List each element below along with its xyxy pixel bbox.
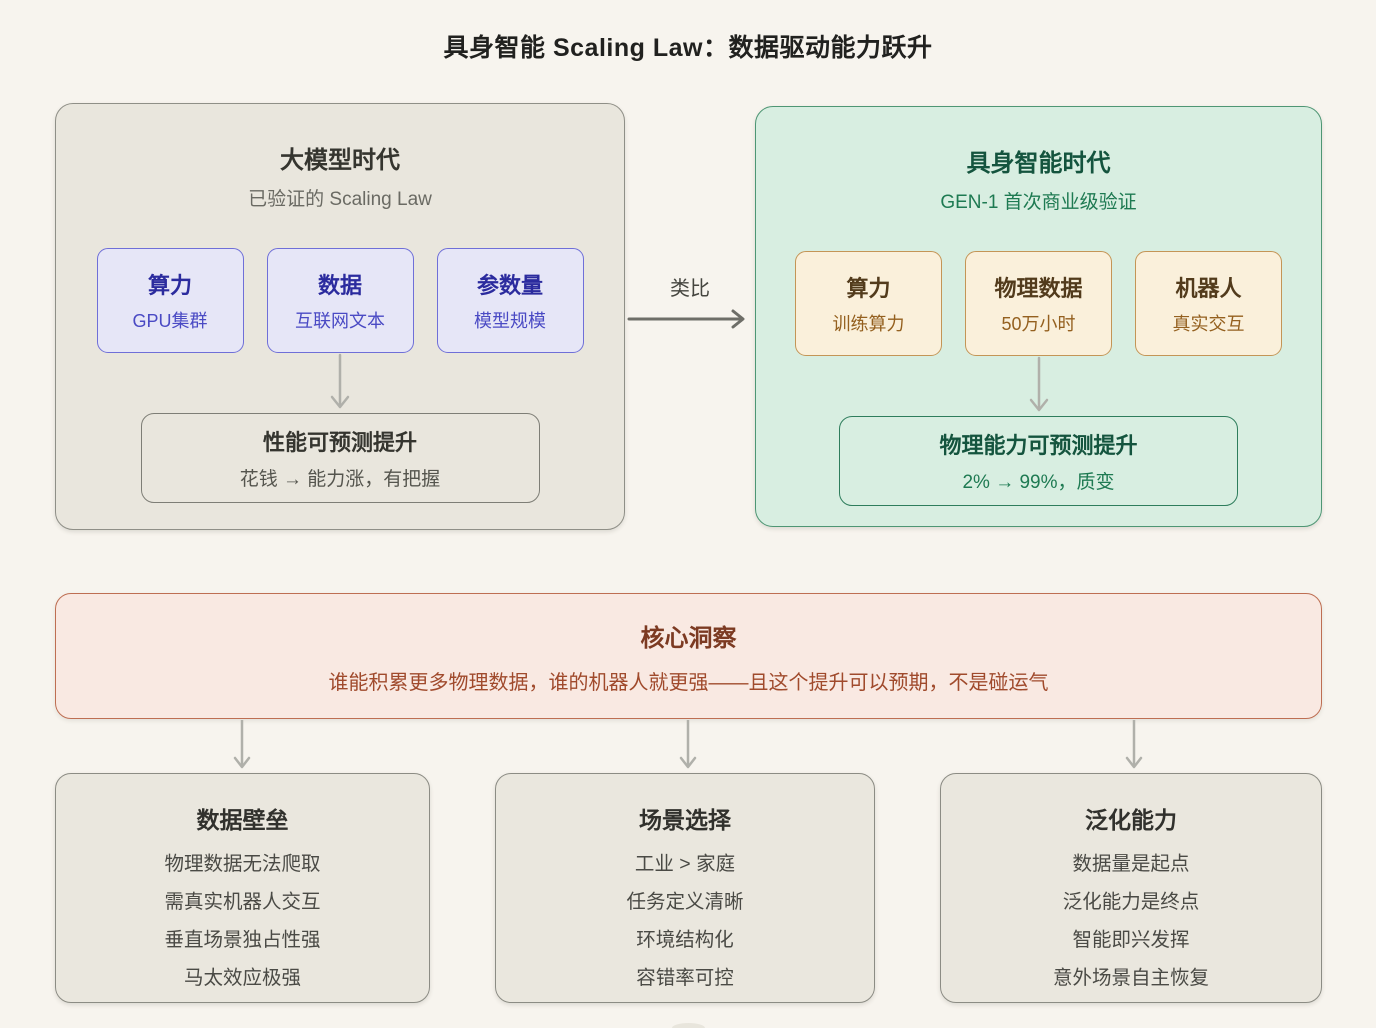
factor-subtitle: 模型规模 [474,311,546,331]
pillar-item: 智能即兴发挥 [1072,929,1190,951]
cropped-dot-decoration [672,1023,705,1028]
llm-factor-row: 算力 GPU集群 数据 互联网文本 参数量 模型规模 [56,248,624,353]
embodied-era-title: 具身智能时代 [966,150,1111,177]
llm-era-title: 大模型时代 [280,147,400,174]
result-subtitle: 花钱 → 能力涨，有把握 [239,469,441,490]
result-title: 性能可预测提升 [262,430,417,455]
pillar-generalization: 泛化能力 数据量是起点 泛化能力是终点 智能即兴发挥 意外场景自主恢复 [940,773,1322,1003]
llm-era-subtitle: 已验证的 Scaling Law [248,189,432,210]
pillar-item: 数据量是起点 [1072,853,1190,875]
factor-subtitle: 真实交互 [1172,314,1245,334]
factor-subtitle: 训练算力 [832,314,905,334]
pillar-data-moat: 数据壁垒 物理数据无法爬取 需真实机器人交互 垂直场景独占性强 马太效应极强 [55,773,430,1003]
factor-data: 数据 互联网文本 [266,248,414,353]
factor-title: 数据 [317,273,362,298]
pillar-item: 工业 > 家庭 [634,853,736,875]
llm-result-box: 性能可预测提升 花钱 → 能力涨，有把握 [140,413,540,503]
embodied-factor-row: 算力 训练算力 物理数据 50万小时 机器人 真实交互 [756,251,1321,356]
pillar-title: 数据壁垒 [196,807,289,833]
pillar-item-list: 数据量是起点 泛化能力是终点 智能即兴发挥 意外场景自主恢复 [941,845,1321,997]
pillar-item: 环境结构化 [636,929,734,951]
insight-body: 谁能积累更多物理数据，谁的机器人就更强——且这个提升可以预期，不是碰运气 [328,671,1049,694]
analogy-label: 类比 [670,278,710,300]
pillar-item: 需真实机器人交互 [164,891,321,913]
insight-title: 核心洞察 [640,624,737,652]
pillar-item: 物理数据无法爬取 [164,853,321,875]
pillar-item: 泛化能力是终点 [1062,891,1200,913]
factor-compute: 算力 GPU集群 [96,248,244,353]
factor-title: 算力 [846,276,891,301]
llm-era-card: 大模型时代 已验证的 Scaling Law 算力 GPU集群 数据 互联网文本… [55,103,625,530]
pillar-title: 场景选择 [639,807,731,833]
pillar-item: 垂直场景独占性强 [164,929,321,951]
factor-subtitle: 互联网文本 [295,311,385,331]
down-arrow-icon [233,720,251,769]
pillar-item-list: 工业 > 家庭 任务定义清晰 环境结构化 容错率可控 [496,845,874,997]
down-arrow-icon [1029,356,1048,412]
down-arrow-icon [330,353,350,409]
down-arrow-icon [679,720,697,769]
pillar-title: 泛化能力 [1085,807,1177,833]
factor-title: 参数量 [476,273,543,298]
embodied-era-subtitle: GEN-1 首次商业级验证 [940,192,1137,213]
result-subtitle: 2% → 99%，质变 [962,472,1115,493]
factor-title: 机器人 [1175,276,1242,301]
analogy-connector: 类比 [626,272,754,330]
pillar-item: 马太效应极强 [183,967,301,989]
factor-subtitle: GPU集群 [132,311,208,331]
factor-subtitle: 50万小时 [1001,314,1076,334]
factor-robot: 机器人 真实交互 [1135,251,1282,356]
page-title: 具身智能 Scaling Law：数据驱动能力跃升 [443,34,933,62]
factor-title: 物理数据 [994,276,1083,301]
factor-compute: 算力 训练算力 [795,251,942,356]
down-arrow-icon [1125,720,1143,769]
embodied-result-box: 物理能力可预测提升 2% → 99%，质变 [839,416,1238,506]
pillar-item: 容错率可控 [636,967,734,989]
embodied-era-card: 具身智能时代 GEN-1 首次商业级验证 算力 训练算力 物理数据 50万小时 … [755,106,1322,527]
pillar-scene-selection: 场景选择 工业 > 家庭 任务定义清晰 环境结构化 容错率可控 [495,773,875,1003]
pillar-item: 任务定义清晰 [626,891,744,913]
pillar-item: 意外场景自主恢复 [1052,967,1209,989]
pillar-item-list: 物理数据无法爬取 需真实机器人交互 垂直场景独占性强 马太效应极强 [56,845,429,997]
factor-physical-data: 物理数据 50万小时 [965,251,1112,356]
right-arrow-icon [627,309,745,329]
factor-params: 参数量 模型规模 [436,248,584,353]
factor-title: 算力 [147,273,192,298]
result-title: 物理能力可预测提升 [939,433,1138,458]
core-insight-banner: 核心洞察 谁能积累更多物理数据，谁的机器人就更强——且这个提升可以预期，不是碰运… [55,593,1322,719]
